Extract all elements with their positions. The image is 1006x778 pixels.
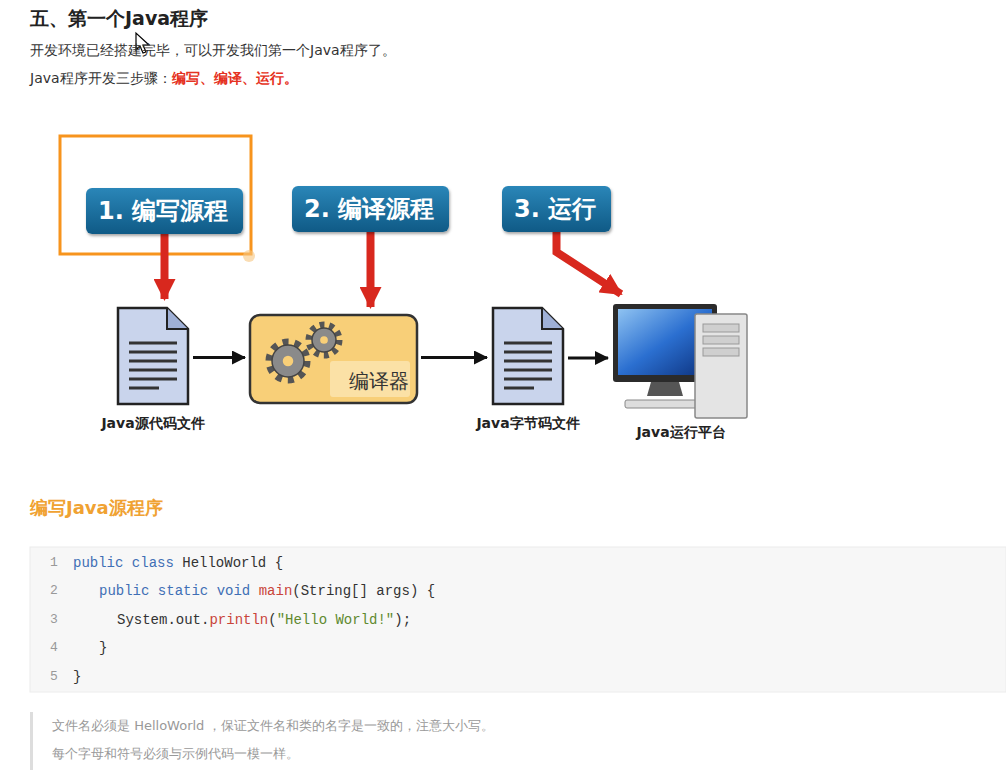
text-line [504,360,552,363]
icon-caption: Java运行平台 [603,424,759,442]
code-background [30,547,1006,692]
page-outline [118,308,188,404]
note-bar [30,712,33,770]
icon-caption: Java字节码文件 [468,415,588,433]
icon-caption: Java源代码文件 [93,415,213,433]
gear-teeth [309,325,339,355]
flow-arrow [193,356,245,359]
code-line: } [99,639,107,657]
text-line [504,378,552,381]
intro-text: 开发环境已经搭建完毕，可以开发我们第一个Java程序了。 [30,41,396,59]
gear-body [312,328,336,352]
line-number: 4 [50,639,58,657]
gear-teeth [269,342,307,380]
text-line [504,351,552,354]
drive-bay [703,348,739,356]
gear-body [272,345,304,377]
text-line [129,351,177,354]
flow-arrow [568,357,608,360]
step-label: 1. 编写源程 [86,188,243,234]
drive-bay [703,324,739,332]
text-line [129,378,177,381]
page-outline [493,308,563,404]
step-text: 3. 运行 [514,193,599,225]
monitor-stand [647,382,683,396]
line-number: 1 [50,554,58,572]
file-icon: Java源代码文件 [93,305,213,433]
code-line: public static void main(String[] args) { [99,582,435,600]
intro-text: Java程序开发三步骤： [30,69,172,87]
text-line [129,369,177,372]
text-line [129,360,177,363]
page-fold [542,308,563,329]
line-number: 3 [50,611,58,629]
line-number: 2 [50,582,58,600]
note-text: 每个字母和符号必须与示例代码一模一样。 [52,746,299,763]
step-text: 1. 编写源程 [98,195,231,227]
step-label: 2. 编译源程 [292,186,449,232]
section-heading: 编写Java源程序 [30,496,163,519]
text-line [504,369,552,372]
highlight-text: 编写、编译、运行。 [172,69,298,87]
page-title: 五、第一个Java程序 [30,6,208,31]
platform-computer: Java运行平台 [603,300,759,442]
step-arrow [557,232,622,294]
file-icon: Java字节码文件 [468,305,588,433]
page-fold [167,308,188,329]
line-number: 5 [50,668,58,686]
label-band [330,361,410,397]
document-icon [115,305,191,407]
step-arrow [161,234,169,299]
code-line: } [73,668,81,686]
computer-tower [695,314,747,418]
highlight-frame [60,136,251,254]
document-icon [490,305,566,407]
cursor-dot [243,250,255,262]
flow-arrow [421,356,487,359]
compiler-frame [250,315,417,403]
gear-hole [320,336,328,344]
text-line [129,342,177,345]
keyboard [625,400,697,408]
compiler-box: 编译器 [248,313,419,405]
compiler-label: 编译器 [349,368,409,395]
text-line [504,342,552,345]
step-label: 3. 运行 [502,186,611,232]
code-line: public class HelloWorld { [73,554,283,572]
gear-hole [283,356,294,367]
drive-bay [703,336,739,344]
text-line [129,387,159,390]
code-line: System.out.println("Hello World!"); [117,611,411,629]
step-text: 2. 编译源程 [304,193,437,225]
note-text: 文件名必须是 HelloWorld ，保证文件名和类的名字是一致的，注意大小写。 [52,718,494,735]
text-line [504,387,534,390]
step-arrow [367,232,375,307]
computer-icon [611,300,751,420]
